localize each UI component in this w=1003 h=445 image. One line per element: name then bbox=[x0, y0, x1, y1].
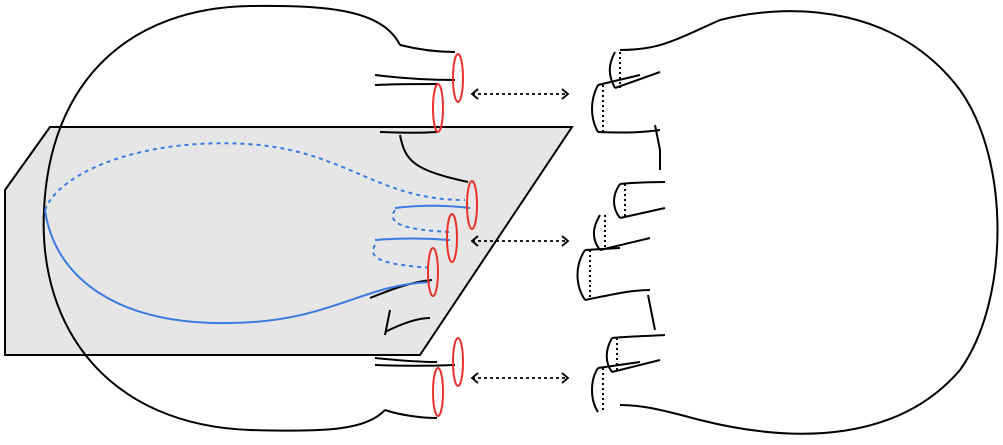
boundary-circle bbox=[452, 337, 464, 387]
blue-curves bbox=[44, 142, 471, 325]
left-surface-tube-lines bbox=[369, 74, 469, 367]
boundary-circle bbox=[452, 53, 464, 103]
gluing-arrow bbox=[470, 88, 570, 100]
blue-curve-solid bbox=[44, 209, 431, 325]
gluing-arrows bbox=[470, 88, 570, 384]
boundary-circle bbox=[432, 83, 444, 133]
left-surface-bottom-lip bbox=[384, 409, 438, 419]
blue-loop-2-solid bbox=[374, 237, 451, 241]
blue-curve-dotted bbox=[44, 142, 466, 211]
right-surface-outline bbox=[619, 10, 999, 435]
boundary-circles bbox=[427, 53, 478, 417]
blue-loop-1-dotted bbox=[392, 209, 451, 233]
right-tube bbox=[591, 361, 641, 413]
right-tube bbox=[608, 51, 661, 89]
blue-loop-2-dotted bbox=[372, 244, 433, 269]
gluing-arrow bbox=[470, 372, 570, 384]
right-tube bbox=[576, 247, 656, 331]
left-surface-outline bbox=[42, 4, 401, 432]
gluing-arrow bbox=[470, 235, 570, 247]
right-surface-tubes bbox=[576, 51, 666, 413]
right-tube bbox=[591, 74, 661, 170]
boundary-circle bbox=[427, 247, 439, 297]
boundary-circle bbox=[446, 213, 458, 263]
right-tube bbox=[593, 214, 651, 251]
blue-loop-1-solid bbox=[394, 204, 471, 209]
left-surface-top-lip bbox=[399, 44, 456, 53]
right-tube bbox=[613, 181, 666, 219]
right-tube bbox=[605, 334, 666, 373]
plane bbox=[4, 126, 574, 356]
boundary-circle bbox=[432, 367, 444, 417]
boundary-circle bbox=[466, 180, 478, 230]
